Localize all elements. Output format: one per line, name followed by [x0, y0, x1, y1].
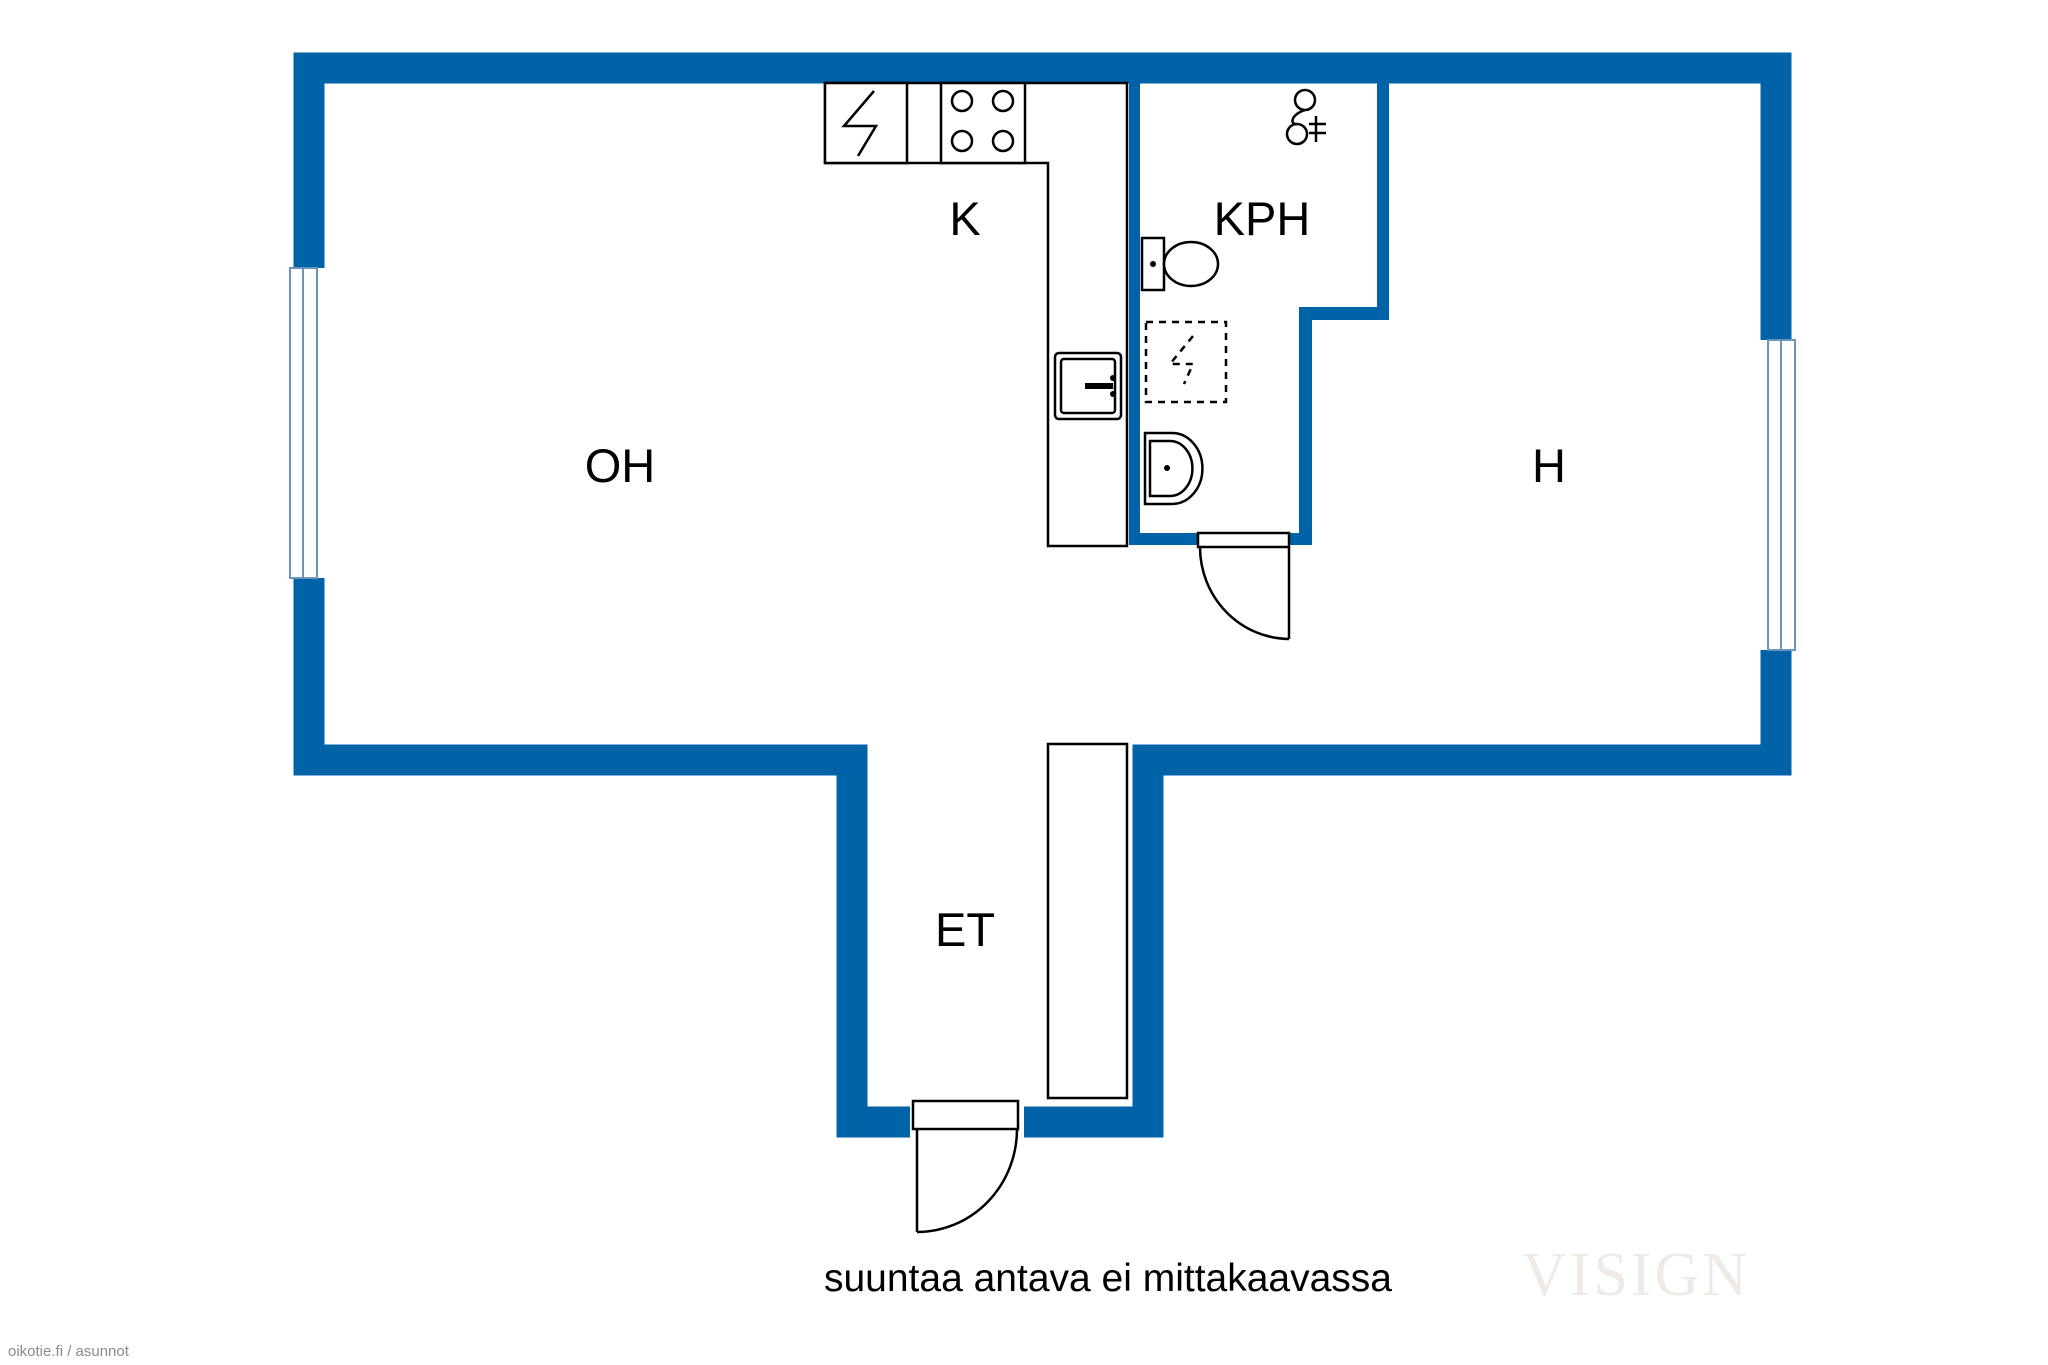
room-label-kitchen: K [949, 192, 980, 245]
washing-machine-icon [1144, 320, 1228, 404]
visign-watermark: VISIGN [1522, 1241, 1750, 1309]
source-label: oikotie.fi / asunnot [8, 1343, 130, 1360]
room-label-living: OH [585, 439, 656, 492]
scale-disclaimer: suuntaa antava ei mittakaavassa [824, 1257, 1392, 1300]
room-label-bathroom: KPH [1214, 192, 1311, 245]
bathroom-walls [1129, 74, 1389, 545]
exterior-walls [293, 52, 1792, 1138]
entry-cabinet [1046, 742, 1129, 1100]
washbasin-icon [1143, 431, 1204, 506]
sink-icon [1053, 351, 1123, 421]
door-icon [1196, 531, 1291, 641]
room-label-entry: ET [935, 903, 995, 956]
stove-icon [823, 81, 909, 165]
window-left [289, 267, 328, 579]
window-right [1757, 339, 1796, 651]
shower-icon [1285, 88, 1326, 146]
hob-icon [939, 81, 1027, 165]
room-label-bedroom: H [1532, 439, 1566, 492]
toilet-icon [1140, 236, 1220, 292]
entry-door-icon [910, 1099, 1024, 1234]
